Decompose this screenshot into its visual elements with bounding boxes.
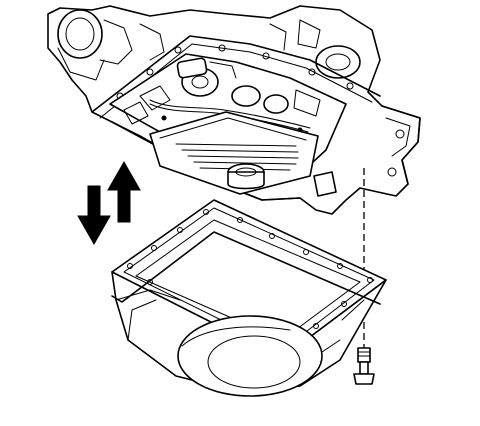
oil-filter (149, 111, 337, 197)
pan-bolt (353, 347, 375, 385)
remove-arrow (77, 185, 111, 246)
install-arrow (107, 160, 141, 223)
oil-pan (111, 199, 387, 397)
